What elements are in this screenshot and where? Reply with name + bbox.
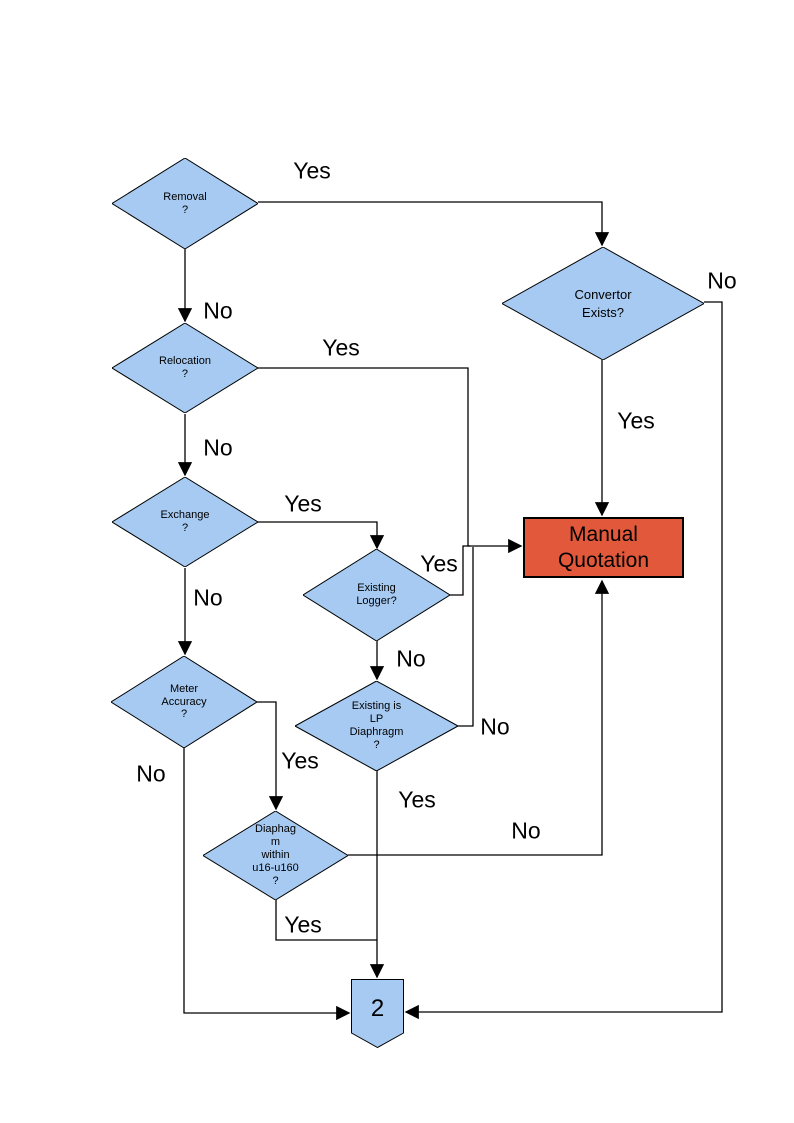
label-exchange-no: No	[193, 584, 223, 611]
label-lp-no: No	[480, 713, 510, 740]
node-diaphagm-range: Diaphag m within u16-u160 ?	[203, 811, 348, 900]
edge-lp-no	[458, 547, 474, 727]
diamond-shape	[112, 477, 258, 567]
node-existing-lp-diaphragm-label: Existing is LP Diaphragm ?	[349, 700, 404, 751]
node-manual-quotation-label: Manual Quotation	[557, 522, 650, 572]
node-relocation-label: Relocation ?	[159, 355, 211, 380]
node-convertor-exists-label: Convertor Exists?	[574, 286, 632, 320]
edge-relocation-yes	[258, 367, 523, 554]
node-existing-logger-label: Existing Logger?	[356, 582, 397, 607]
edge-meter-yes	[257, 701, 284, 811]
diamond-shape	[112, 158, 258, 249]
node-diaphagm-range-label: Diaphag m within u16-u160 ?	[252, 823, 299, 887]
node-offpage-connector-2-label: 2	[370, 994, 385, 1022]
diamond-shape	[303, 549, 450, 641]
label-logger-yes: Yes	[420, 550, 458, 577]
label-relocation-no: No	[203, 434, 233, 461]
node-meter-accuracy: Meter Accuracy ?	[111, 656, 257, 748]
node-exchange: Exchange ?	[112, 477, 258, 567]
diamond-shape	[502, 247, 704, 360]
label-meter-yes: Yes	[281, 747, 319, 774]
label-removal-yes: Yes	[293, 157, 331, 184]
label-meter-no: No	[136, 760, 166, 787]
edge-exchange-yes	[258, 521, 385, 550]
node-manual-quotation: Manual Quotation	[523, 517, 684, 578]
edge-removal-yes	[258, 201, 610, 247]
edge-convertor-no	[404, 301, 723, 1020]
label-logger-no: No	[396, 645, 426, 672]
node-existing-logger: Existing Logger?	[303, 549, 450, 641]
label-removal-no: No	[203, 297, 233, 324]
node-convertor-exists: Convertor Exists?	[502, 247, 704, 360]
label-convertor-yes: Yes	[617, 407, 655, 434]
diamond-shape	[295, 681, 458, 771]
label-exchange-yes: Yes	[284, 490, 322, 517]
label-diaphagm-yes: Yes	[284, 911, 322, 938]
diamond-shape	[203, 811, 348, 900]
node-removal-label: Removal ?	[163, 190, 207, 216]
node-offpage-connector-2: 2	[351, 979, 404, 1048]
label-lp-yes: Yes	[398, 786, 436, 813]
label-relocation-yes: Yes	[322, 334, 360, 361]
node-removal: Removal ?	[112, 158, 258, 249]
diamond-shape	[112, 323, 258, 413]
label-diaphagm-no: No	[511, 817, 541, 844]
node-relocation: Relocation ?	[112, 323, 258, 413]
node-exchange-label: Exchange ?	[160, 509, 210, 534]
node-existing-lp-diaphragm: Existing is LP Diaphragm ?	[295, 681, 458, 771]
pentagon-shape	[351, 979, 404, 1048]
label-convertor-no: No	[707, 267, 737, 294]
diamond-shape	[111, 656, 257, 748]
node-meter-accuracy-label: Meter Accuracy ?	[161, 682, 207, 721]
